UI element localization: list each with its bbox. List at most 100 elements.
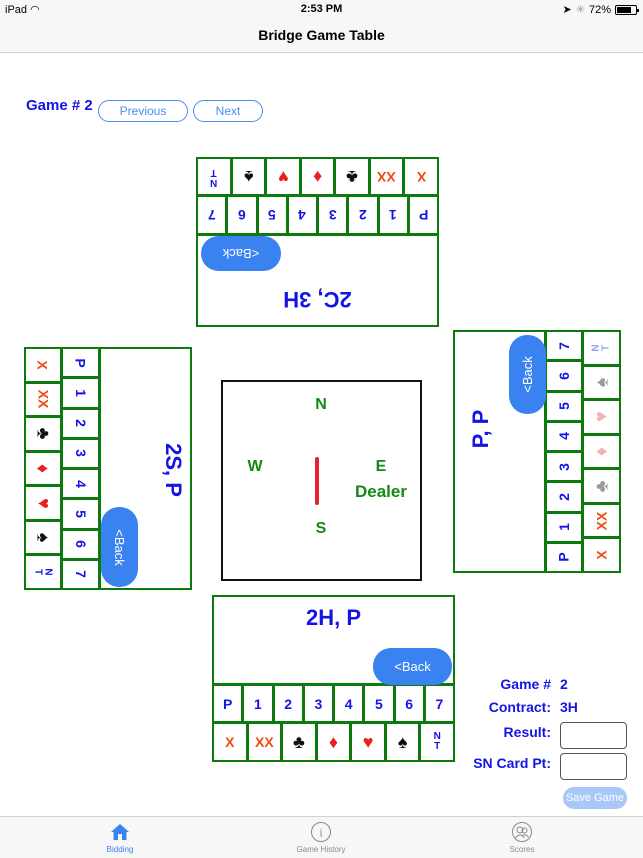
summary-game-value: 2 <box>560 676 568 692</box>
west-bid-key-level-5[interactable]: 5 <box>63 500 98 528</box>
turn-indicator-needle <box>315 457 319 505</box>
bid-key-label: 2 <box>72 419 89 428</box>
south-bid-key-diamonds[interactable]: ♦ <box>317 724 350 760</box>
bid-key-label: 5 <box>72 509 89 518</box>
south-bid-key-spades[interactable]: ♠ <box>386 724 419 760</box>
north-bid-key-redouble[interactable]: XX <box>370 159 403 194</box>
south-bid-key-double[interactable]: X <box>214 724 246 760</box>
north-bid-key-level-6[interactable]: 6 <box>228 197 256 233</box>
north-bid-key-clubs[interactable]: ♣ <box>336 159 368 194</box>
west-bid-key-double[interactable]: X <box>26 349 60 381</box>
west-bids-area: 2S, P <Back <box>101 349 190 588</box>
east-bid-key-diamonds[interactable]: ♦ <box>584 435 619 468</box>
next-button[interactable]: Next <box>193 100 263 122</box>
bid-key-label: 5 <box>555 402 572 411</box>
north-bid-key-spades[interactable]: ♠ <box>232 159 265 194</box>
east-bid-key-level-3[interactable]: 3 <box>547 453 581 481</box>
south-bid-key-level-1[interactable]: 1 <box>244 686 272 721</box>
west-bid-key-level-1[interactable]: 1 <box>63 379 98 407</box>
east-bid-key-clubs[interactable]: ♣ <box>584 470 619 502</box>
south-bid-key-hearts[interactable]: ♥ <box>352 724 384 760</box>
north-back-button[interactable]: <Back <box>201 236 281 271</box>
south-bid-key-redouble[interactable]: XX <box>248 724 281 760</box>
west-bid-key-redouble[interactable]: XX <box>26 383 60 416</box>
south-bid-key-level-3[interactable]: 3 <box>304 686 332 721</box>
east-bid-key-pass[interactable]: P <box>547 543 581 571</box>
south-bid-key-clubs[interactable]: ♣ <box>283 724 315 760</box>
west-bid-key-level-3[interactable]: 3 <box>63 439 98 467</box>
north-bid-key-level-7[interactable]: 7 <box>198 197 226 233</box>
south-back-button[interactable]: <Back <box>373 648 452 685</box>
sn-card-pt-input[interactable] <box>560 753 627 780</box>
north-bid-key-pass[interactable]: P <box>409 197 437 233</box>
west-bid-key-level-6[interactable]: 6 <box>63 530 98 558</box>
east-bid-key-redouble[interactable]: XX <box>584 504 619 537</box>
north-bids-text: 2C, 3H <box>283 287 352 312</box>
west-bid-key-level-7[interactable]: 7 <box>63 560 98 588</box>
west-bid-key-level-4[interactable]: 4 <box>63 470 98 498</box>
compass-west: W <box>247 458 263 475</box>
battery-percent: 72% <box>588 3 611 16</box>
game-number-label: Game # 2 <box>26 97 93 114</box>
east-bid-key-level-1[interactable]: 1 <box>547 513 581 541</box>
bid-key-label: 6 <box>237 207 246 223</box>
save-game-button[interactable]: Save Game <box>563 787 627 809</box>
north-bid-key-level-4[interactable]: 4 <box>288 197 316 233</box>
tab-bidding[interactable]: Bidding <box>60 819 180 854</box>
west-bid-key-hearts[interactable]: ♥ <box>26 487 60 519</box>
nav-bar: Bridge Game Table <box>0 20 643 53</box>
south-bid-key-pass[interactable]: P <box>214 686 242 721</box>
east-bid-key-level-5[interactable]: 5 <box>547 392 581 420</box>
previous-button[interactable]: Previous <box>98 100 188 122</box>
west-bid-key-diamonds[interactable]: ♦ <box>26 452 60 485</box>
result-input[interactable] <box>560 722 627 749</box>
south-bid-key-level-4[interactable]: 4 <box>335 686 363 721</box>
tab-bidding-label: Bidding <box>106 845 134 854</box>
east-bid-key-level-7[interactable]: 7 <box>547 332 581 360</box>
north-bid-key-diamonds[interactable]: ♦ <box>301 159 334 194</box>
east-bid-key-level-2[interactable]: 2 <box>547 483 581 511</box>
south-bid-key-level-6[interactable]: 6 <box>395 686 423 721</box>
east-bid-key-level-4[interactable]: 4 <box>547 422 581 450</box>
west-bid-key-level-2[interactable]: 2 <box>63 409 98 437</box>
west-back-button[interactable]: <Back <box>101 507 138 587</box>
heart-icon: ♥ <box>362 731 374 752</box>
west-bid-key-pass[interactable]: P <box>63 349 98 377</box>
south-bid-key-level-2[interactable]: 2 <box>274 686 302 721</box>
diamond-icon: ♦ <box>328 731 339 752</box>
east-back-button[interactable]: <Back <box>509 335 546 414</box>
south-bid-key-notrump[interactable]: N T <box>421 724 453 760</box>
tab-game-history[interactable]: i Game History <box>261 819 381 854</box>
notrump-label: N T <box>210 166 218 188</box>
north-bid-key-notrump[interactable]: N T <box>198 159 230 194</box>
east-bid-key-double[interactable]: X <box>584 539 619 571</box>
east-bid-key-level-6[interactable]: 6 <box>547 362 581 390</box>
tab-scores[interactable]: Scores <box>462 819 582 854</box>
west-bid-key-spades[interactable]: ♠ <box>26 521 60 554</box>
north-bid-key-level-5[interactable]: 5 <box>258 197 286 233</box>
east-bid-key-hearts[interactable]: ♥ <box>584 401 619 433</box>
bid-key-label: 3 <box>555 462 572 471</box>
north-bid-key-level-2[interactable]: 2 <box>349 197 377 233</box>
west-bid-key-clubs[interactable]: ♣ <box>26 418 60 450</box>
bid-key-label: 3 <box>314 695 323 712</box>
bid-key-label: P <box>556 552 572 563</box>
spade-icon: ♠ <box>397 731 408 752</box>
south-bid-key-level-5[interactable]: 5 <box>365 686 393 721</box>
north-bid-key-level-3[interactable]: 3 <box>319 197 347 233</box>
west-back-label: <Back <box>112 528 127 566</box>
bid-key-label: 7 <box>207 207 216 223</box>
north-bid-key-level-1[interactable]: 1 <box>379 197 407 233</box>
bid-key-label: X <box>416 168 426 185</box>
east-bid-key-spades[interactable]: ♠ <box>584 366 619 399</box>
north-bid-key-hearts[interactable]: ♥ <box>267 159 299 194</box>
west-bid-key-notrump[interactable]: N T <box>26 556 60 588</box>
east-bid-key-notrump[interactable]: N T <box>584 332 619 364</box>
summary-contract-label: Contract: <box>488 699 551 715</box>
south-bid-key-level-7[interactable]: 7 <box>425 686 453 721</box>
bid-key-label: 5 <box>374 695 383 712</box>
north-bid-key-double[interactable]: X <box>405 159 437 194</box>
bid-key-label: 6 <box>405 695 414 712</box>
